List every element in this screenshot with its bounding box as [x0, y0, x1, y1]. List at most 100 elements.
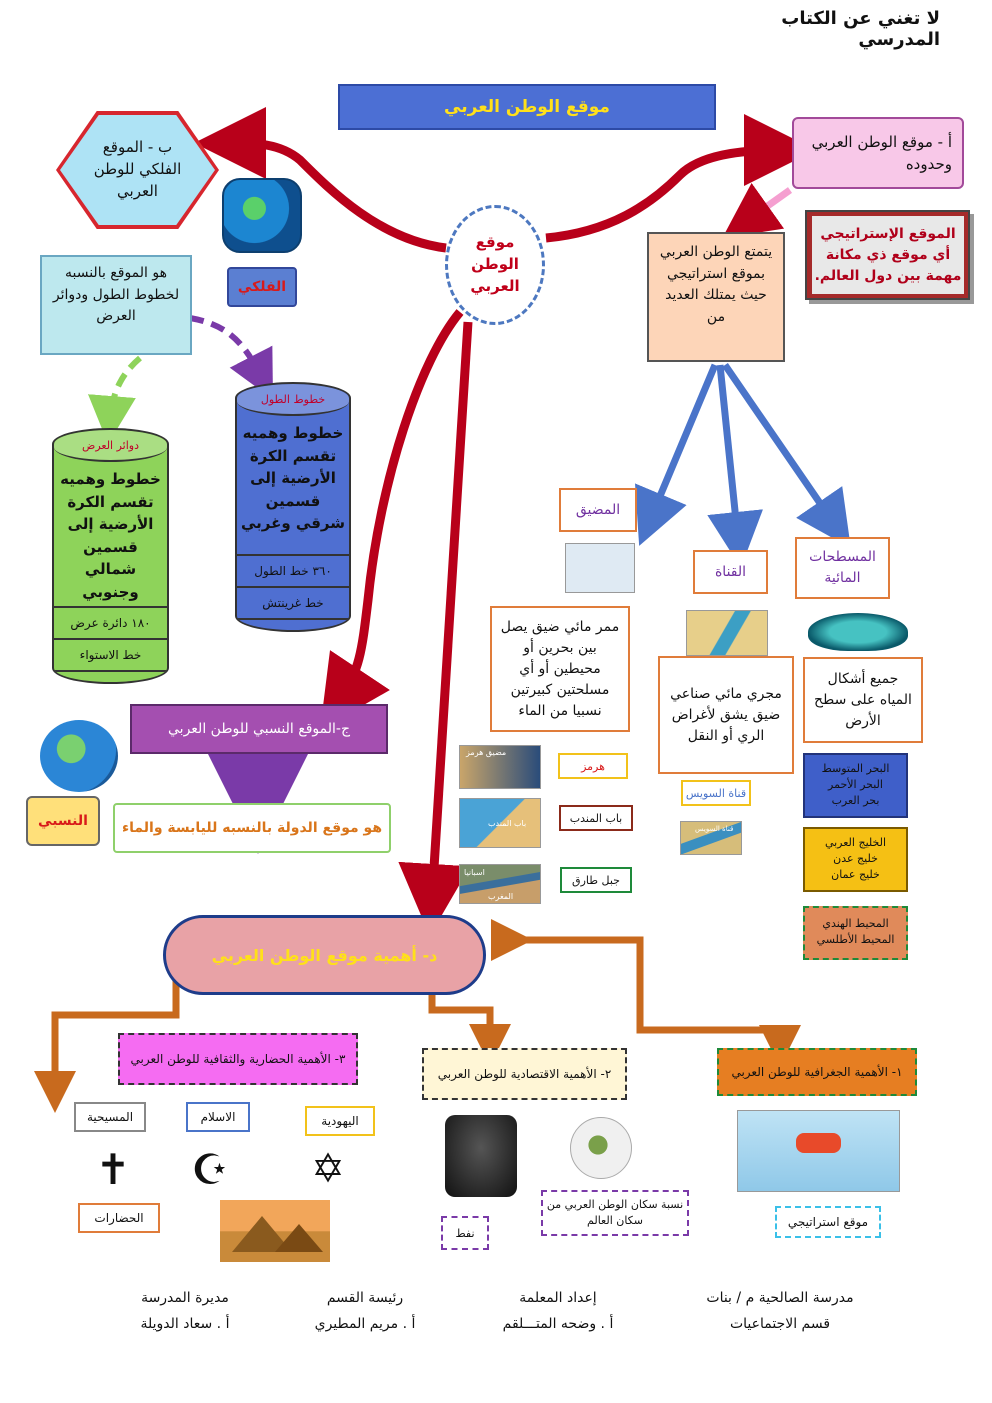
latitude-body: خطوط وهميه تقسم الكرة الأرضية إلى قسمين … — [60, 470, 161, 601]
arrow-hub-to-b — [194, 107, 447, 253]
mandab-map-image: باب المندب — [459, 798, 541, 848]
arrow-water-to-lat — [87, 355, 142, 444]
arrow-water-to-long — [189, 315, 273, 400]
tag-gibraltar: جبل طارق — [560, 867, 632, 893]
tag-christianity: المسيحية — [74, 1102, 146, 1132]
tag-oil: نفط — [441, 1216, 489, 1250]
center-hub: موقع الوطن العربي — [445, 205, 545, 325]
hub-line-2: الوطن — [471, 255, 519, 274]
suez-image: قناة السويس — [680, 821, 742, 855]
latitude-cylinder: دوائر العرض خطوط وهميه تقسم الكرة الأرضي… — [52, 428, 169, 684]
madiq-definition: ممر مائي ضيق يصل بين بحرين أو محيطين أو … — [490, 606, 630, 732]
strategic-definition: الموقع الإستراتيجي أي موقع ذي مكانة مهمة… — [812, 216, 964, 294]
arrow-d-to-culture — [34, 962, 180, 1113]
econ-importance: ٢- الأهمية الاقتصادية للوطن العربي — [422, 1048, 627, 1100]
arrow-a-to-note — [722, 182, 793, 239]
mandab-map-label: باب المندب — [488, 819, 527, 828]
tag-strategic: موقع استراتيجي — [775, 1206, 881, 1238]
oil-barrel-icon — [445, 1115, 517, 1197]
strategic-note: يتمتع الوطن العربي بموقع استراتيجي حيث ي… — [647, 232, 785, 362]
strait-map-image — [565, 543, 635, 593]
pyramid-shape-2 — [275, 1224, 323, 1252]
latitude-row-2: خط الاستواء — [54, 638, 167, 670]
arrow-hub-to-a — [545, 114, 816, 243]
water-body-image — [808, 613, 908, 651]
cross-icon: ✝ — [95, 1144, 131, 1194]
footer-head-line1: رئيسة القسم — [326, 1290, 404, 1306]
hormuz-map-image: مضيق هرمز — [459, 745, 541, 789]
smiling-globe-icon — [40, 720, 118, 792]
branch-d-cloud: د- أهمية موقع الوطن العربي — [163, 915, 486, 995]
tag-hormuz: هرمز — [558, 753, 628, 779]
latitude-row-1: ١٨٠ دائرة عرض — [54, 606, 167, 638]
footer-teacher: إعداد المعلمة أ . وضحه المتـــلقم — [488, 1290, 628, 1332]
seas-group-2: الخليج العربي خليج عدن خليج عمان — [803, 827, 908, 892]
mustatahat-definition: جميع أشكال المياه على سطح الأرض — [803, 657, 923, 743]
geo-importance: ١- الأهمية الجغرافية للوطن العربي — [717, 1048, 917, 1096]
arrow-note-to-mus — [722, 363, 851, 549]
pyramids-image — [220, 1200, 330, 1262]
astronomical-definition: هو الموقع بالنسبه لخطوط الطول ودوائر الع… — [40, 255, 192, 355]
gibraltar-label-spain: اسبانيا — [464, 868, 485, 877]
footer-school-line2: قسم الاجتماعيات — [729, 1316, 831, 1332]
sea-3: بحر العرب — [831, 793, 880, 807]
qanat-definition: مجري مائي صناعي ضيق يشق لأغراض الري أو ا… — [658, 656, 794, 774]
gulf-2: خليج عدن — [833, 851, 878, 865]
main-title: موقع الوطن العربي — [338, 84, 716, 130]
gibraltar-label-morocco: المغرب — [488, 892, 514, 901]
tag-suez: قناة السويس — [681, 780, 751, 806]
footer-principal: مديرة المدرسة أ . سعاد الدويلة — [120, 1290, 250, 1332]
footer-teacher-line1: إعداد المعلمة — [519, 1290, 597, 1306]
footer-school: مدرسة الصالحية م / بنات قسم الاجتماعيات — [680, 1290, 880, 1332]
canal-map-image — [686, 610, 768, 656]
tag-population: نسبة سكان الوطن العربي من سكان العالم — [541, 1190, 689, 1236]
mustatahat-label: المسطحات المائية — [795, 537, 890, 599]
top-title: لا تغني عن الكتاب المدرسي — [781, 8, 940, 50]
ocean-2: المحيط الأطلسي — [816, 932, 895, 946]
crescent-icon: ☪ — [191, 1144, 229, 1194]
gulf-1: الخليج العربي — [824, 836, 887, 849]
tag-civilizations: الحضارات — [78, 1203, 160, 1233]
suez-image-label: قناة السويس — [695, 825, 734, 833]
arrow-d-to-geo — [491, 919, 801, 1067]
madiq-label: المضيق — [559, 488, 637, 532]
latitude-head: دوائر العرض — [54, 430, 167, 462]
arrow-hub-to-d — [398, 321, 473, 936]
branch-b-title: ب - الموقع الفلكي للوطن العربي — [93, 138, 182, 200]
arrow-note-to-madiq — [635, 363, 719, 546]
sea-1: البحر المتوسط — [821, 762, 890, 775]
world-map-image — [737, 1110, 900, 1192]
arrow-note-to-qanat — [707, 364, 763, 568]
relative-definition: هو موقع الدولة بالنسبه لليابسة والماء — [113, 803, 391, 853]
qanat-label: القناة — [693, 550, 768, 594]
arab-world-highlight — [796, 1133, 841, 1153]
label-falaki: الفلكي — [227, 267, 297, 307]
seas-group-1: البحر المتوسط البحر الأحمر بحر العرب — [803, 753, 908, 818]
footer-principal-line1: مديرة المدرسة — [141, 1290, 229, 1306]
sea-2: البحر الأحمر — [828, 777, 883, 791]
hub-line-1: موقع — [475, 233, 515, 252]
tag-mandab: باب المندب — [559, 805, 633, 831]
population-globe-icon — [570, 1117, 632, 1179]
longitude-head: خطوط الطول — [237, 384, 349, 416]
ocean-1: المحيط الهندي — [822, 917, 889, 930]
star-of-david-icon: ✡ — [311, 1146, 345, 1192]
latitude-row-3: الصومال — [54, 670, 167, 682]
hormuz-map-label: مضيق هرمز — [466, 748, 507, 757]
gulf-3: خليج عمان — [831, 867, 880, 881]
longitude-body: خطوط وهميه تقسم الكرة الأرضية إلى قسمين … — [240, 424, 345, 532]
footer-teacher-line2: أ . وضحه المتـــلقم — [502, 1316, 614, 1332]
arrow-hub-to-c — [320, 309, 464, 730]
gibraltar-map-image: اسبانيا المغرب — [459, 864, 541, 904]
branch-c-title: ج-الموقع النسبي للوطن العربي — [130, 704, 388, 754]
seas-group-3: المحيط الهندي المحيط الأطلسي — [803, 906, 908, 960]
tag-islam: الاسلام — [186, 1102, 250, 1132]
culture-importance: ٣- الأهمية الحضارية والثقافية للوطن العر… — [118, 1033, 358, 1085]
longitude-cylinder: خطوط الطول خطوط وهميه تقسم الكرة الأرضية… — [235, 382, 351, 632]
globe-icon — [222, 178, 302, 253]
footer-principal-line2: أ . سعاد الدويلة — [140, 1316, 230, 1332]
footer-school-line1: مدرسة الصالحية م / بنات — [706, 1290, 854, 1306]
longitude-row-3: الجزائر — [237, 618, 349, 630]
footer-head-line2: أ . مريم المطيري — [314, 1316, 416, 1332]
